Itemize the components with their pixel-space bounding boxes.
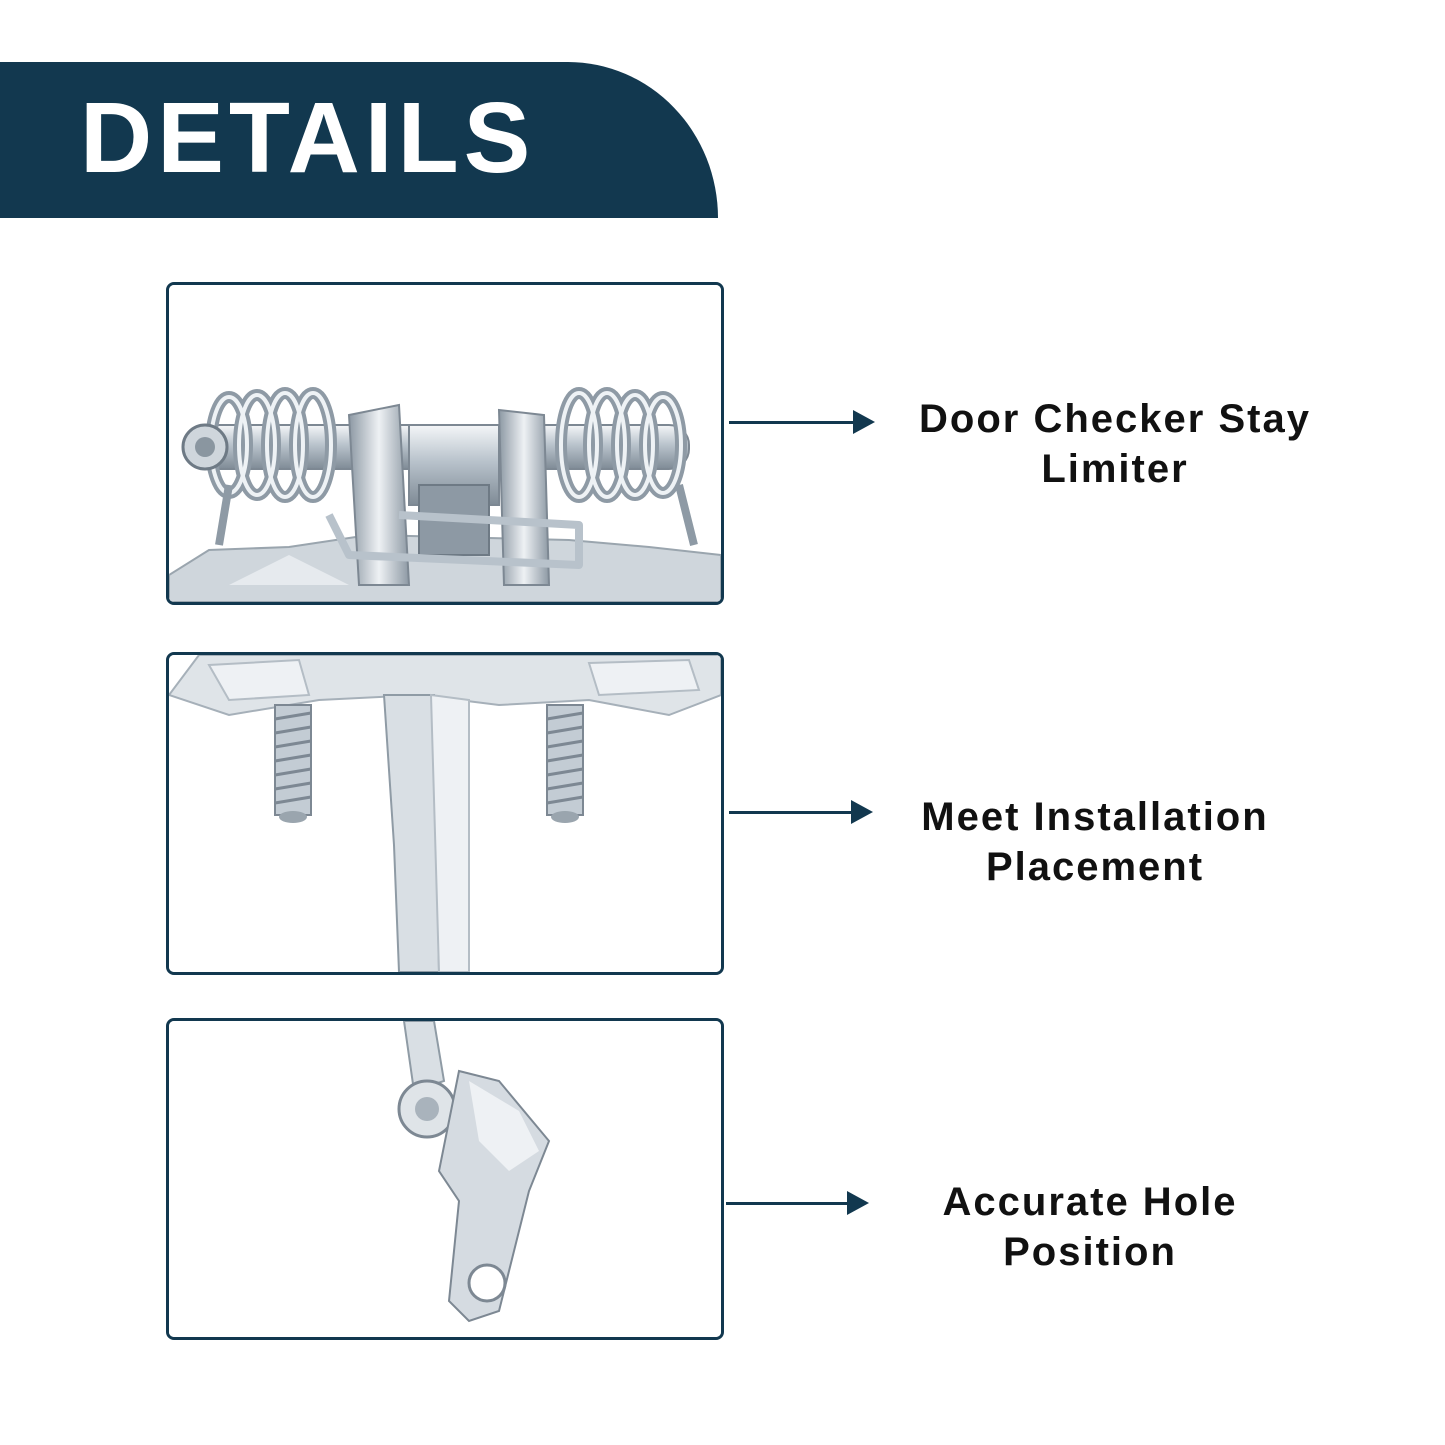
detail-image-mounting-bolts xyxy=(166,652,724,975)
feature-label-2: Meet Installation Placement xyxy=(921,795,1269,889)
spring-hinge-illustration xyxy=(169,285,721,602)
bolt-right xyxy=(546,704,584,823)
arrow-right-icon xyxy=(851,800,873,824)
arrow-right-icon xyxy=(847,1191,869,1215)
arrow-right-icon xyxy=(853,410,875,434)
connector-line-1 xyxy=(729,421,857,424)
banner-title: DETAILS xyxy=(80,82,536,194)
hole-bracket-illustration xyxy=(169,1021,721,1337)
detail-image-spring-hinge xyxy=(166,282,724,605)
details-banner xyxy=(0,62,718,218)
feature-label-1: Door Checker Stay Limiter xyxy=(919,397,1311,491)
feature-label-3: Accurate Hole Position xyxy=(942,1180,1238,1274)
connector-line-3 xyxy=(726,1202,851,1205)
detail-image-hole-bracket xyxy=(166,1018,724,1340)
connector-line-2 xyxy=(729,811,855,814)
bolt-left xyxy=(274,704,312,823)
mounting-bolts-illustration xyxy=(169,655,721,972)
